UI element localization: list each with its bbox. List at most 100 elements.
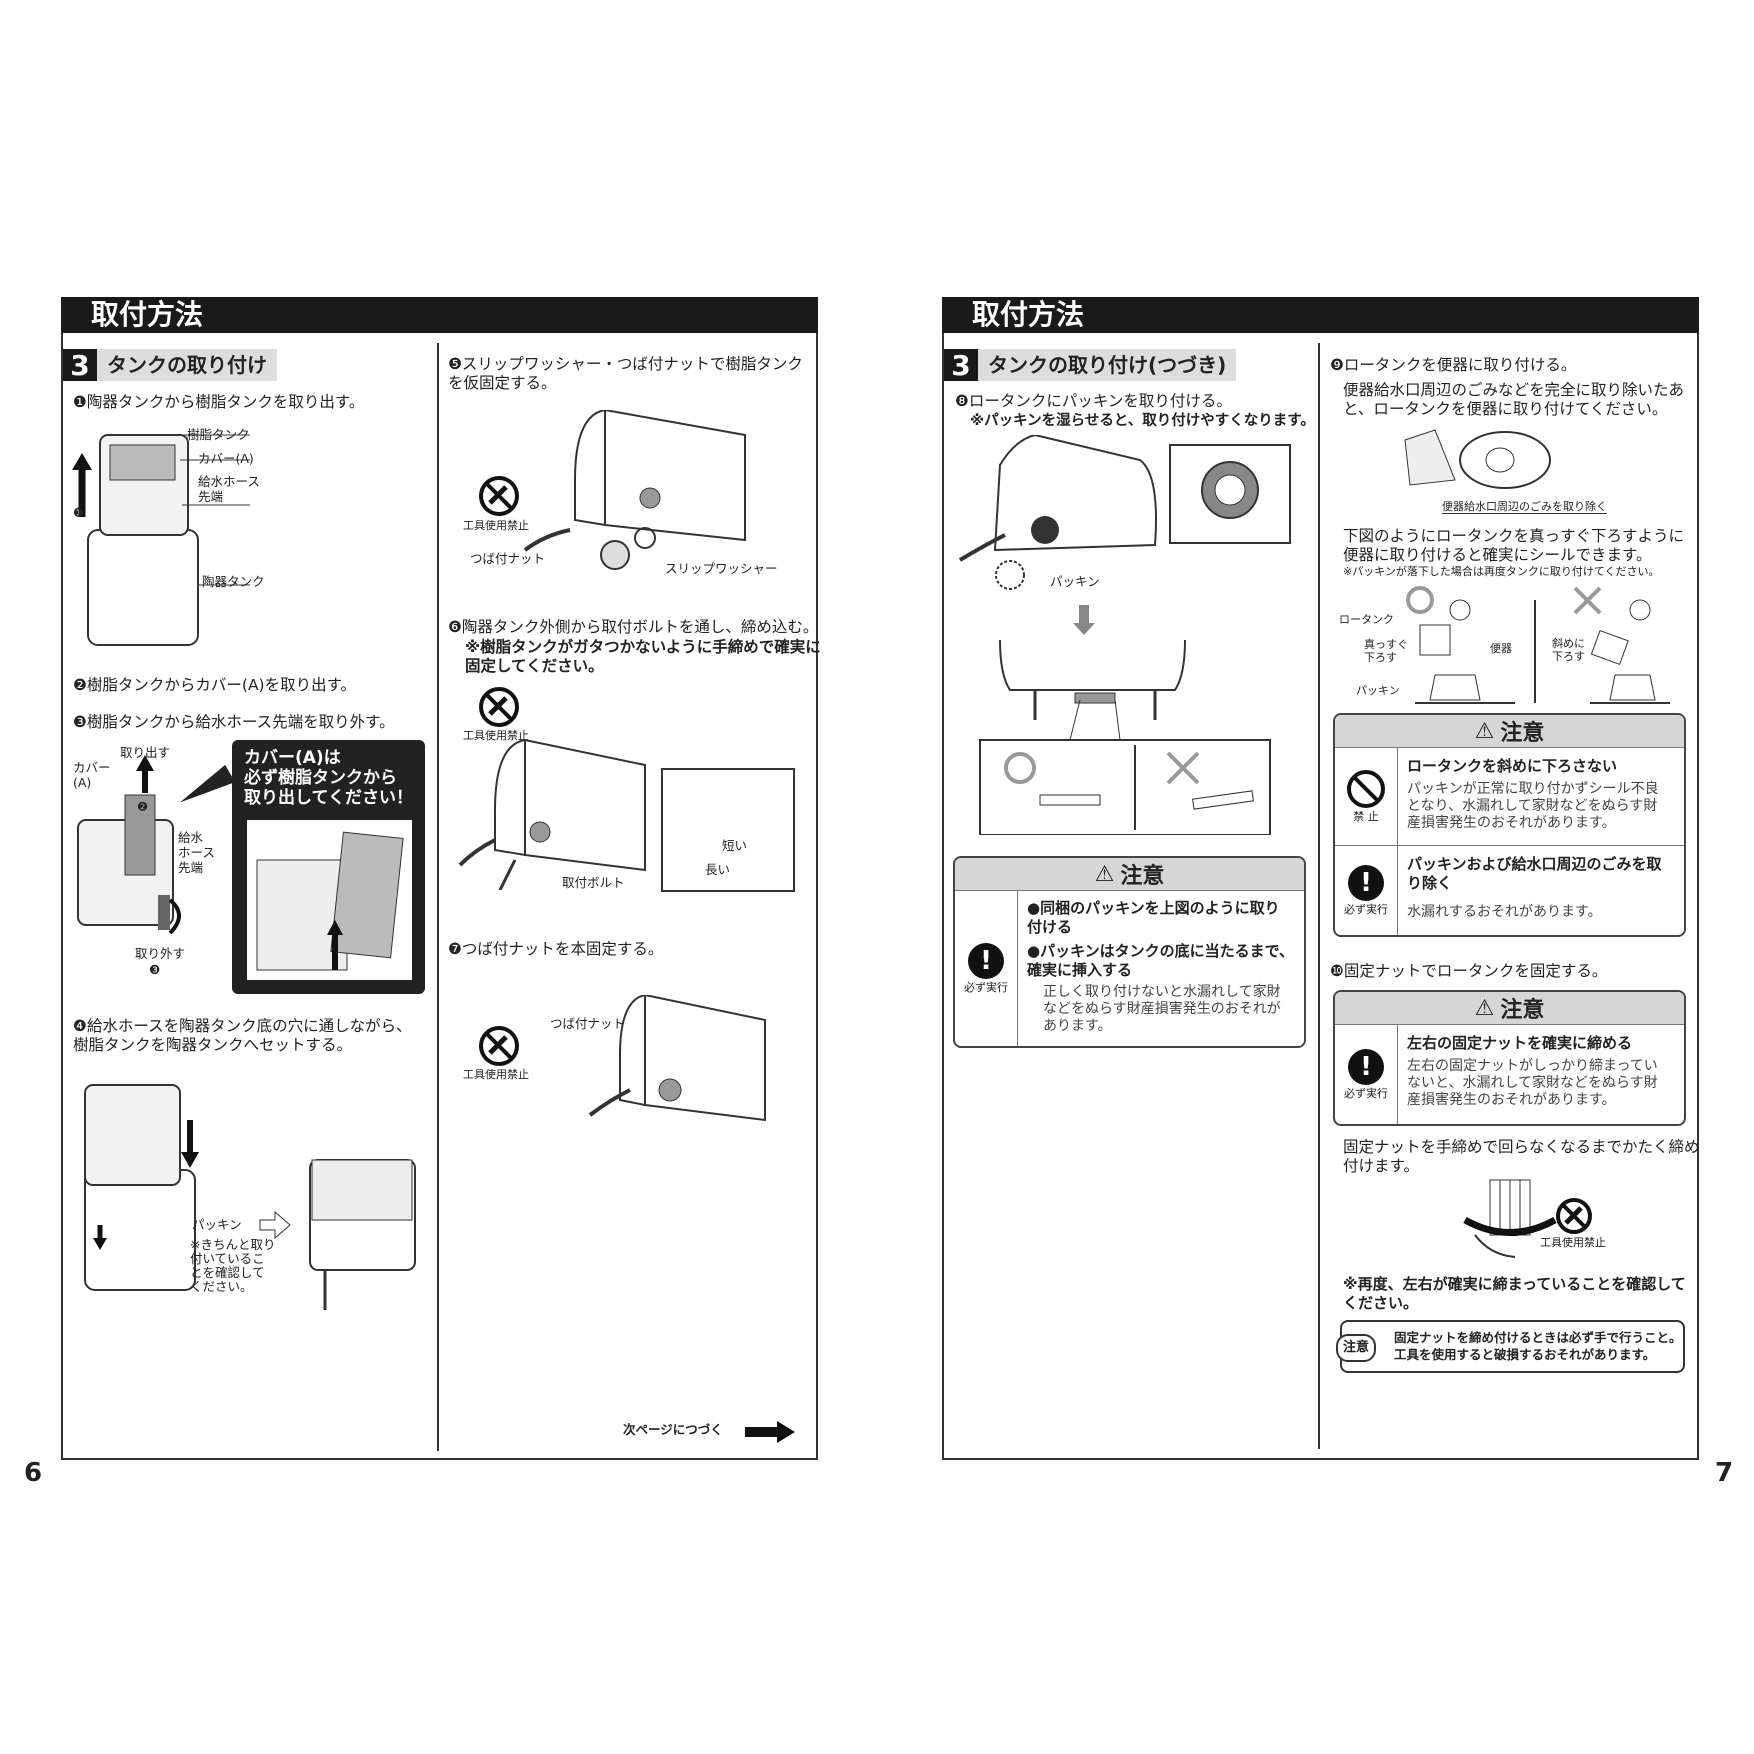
right-page: 取付方法 — [942, 297, 1699, 1460]
label-flange-nut-2: つば付ナット — [550, 1016, 626, 1031]
caution-row-mandatory: ! 必ず実行 パッキンおよび給水口周辺のごみを取 り除く 水漏れするおそれがあり… — [1335, 845, 1684, 935]
page-frame — [942, 333, 1699, 1460]
detail-box — [661, 768, 795, 892]
caption-clean: 便器給水口周辺のごみを取り除く — [1442, 500, 1607, 514]
icon-label: 必ず実行 — [1344, 902, 1388, 916]
callout-box: カバー(A)は 必ず樹脂タンクから 取り出してください！ — [232, 740, 425, 994]
caution-row-prohibit: 禁 止 ロータンクを斜めに下ろさない パッキンが正常に取り付かずシール不良 とな… — [1335, 747, 1684, 846]
label-packing-9: パッキン — [1356, 684, 1400, 697]
label-bolt: 取付ボルト — [562, 875, 625, 890]
step-9-text: 便器給水口周辺のごみなどを完全に取り除いたあ と、ロータンクを便器に取り付けてく… — [1343, 381, 1685, 418]
caution-2-head-1: ロータンクを斜めに下ろさない — [1407, 757, 1618, 775]
fig-lower-tank — [1406, 586, 1670, 704]
step-10-note: ※再度、左右が確実に締まっていることを確認して ください。 — [1343, 1275, 1686, 1312]
step-9: ❾ロータンクを便器に取り付ける。 — [1330, 356, 1577, 374]
fig-bolt — [458, 740, 646, 890]
no-tool-label-6: 工具使用禁止 — [463, 729, 529, 742]
label-cover-a: カバー(A) — [198, 451, 254, 466]
fig-packing-install — [958, 435, 1291, 835]
step-6: ❻陶器タンク外側から取付ボルトを通し、締め込む。 — [448, 618, 819, 636]
label-hose-tip: 給水ホース 先端 — [198, 474, 260, 504]
no-tool-label-5: 工具使用禁止 — [463, 519, 529, 532]
step-1: ❶陶器タンクから樹脂タンクを取り出す。 — [73, 393, 365, 411]
step-8-note: ※パッキンを湿らせると、取り付けやすくなります。 — [970, 413, 1315, 429]
callout-illustration — [247, 820, 412, 980]
label-low-tank: ロータンク — [1339, 613, 1394, 626]
page-header: 取付方法 — [942, 297, 1699, 333]
icon-label: 必ず実行 — [964, 980, 1008, 994]
caution-title: 注意 — [1120, 864, 1165, 889]
caution-box-3: ⚠注意 ! 必ず実行 左右の固定ナットを確実に締める 左右の固定ナットがしっかり… — [1333, 990, 1686, 1126]
page-number-right: 7 — [1715, 1458, 1734, 1488]
caution-header: ⚠注意 — [1335, 715, 1684, 748]
caution-2-body-1: パッキンが正常に取り付かずシール不良 となり、水漏れして家財などをぬらす財 産損… — [1407, 781, 1659, 831]
caution-bullet-1: ●同梱のパッキンを上図のように取り 付ける — [1027, 899, 1280, 936]
caution-header: ⚠注意 — [955, 858, 1304, 891]
fig-toilet-top — [1404, 429, 1551, 489]
step-8: ❽ロータンクにパッキンを取り付ける。 — [955, 392, 1232, 410]
page-header: 取付方法 — [61, 297, 818, 333]
caution-row: ! 必ず実行 ●同梱のパッキンを上図のように取り 付ける ●パッキンはタンクの底… — [955, 890, 1304, 1046]
warning-triangle-icon: ⚠ — [1474, 718, 1495, 744]
column-divider — [1318, 343, 1320, 1449]
marker-3: ❸ — [149, 962, 161, 977]
icon-label: 必ず実行 — [1344, 1086, 1388, 1100]
prohibit-icon-col: 禁 止 — [1335, 748, 1398, 846]
caution-3-body: 左右の固定ナットがしっかり締まってい ないと、水漏れして家財などをぬらす財 産損… — [1407, 1058, 1658, 1108]
arrow-right-icon — [745, 1421, 795, 1443]
no-tool-label-7: 工具使用禁止 — [463, 1068, 529, 1081]
caution-2-body-2: 水漏れするおそれがあります。 — [1407, 904, 1602, 920]
notice-text: 固定ナットを締め付けるときは必ず手で行うこと。 工具を使用すると破損するおそれが… — [1394, 1330, 1682, 1362]
label-long: 長い — [705, 862, 731, 877]
section-number: 3 — [944, 349, 978, 382]
step-4: ❹給水ホースを陶器タンク底の穴に通しながら、 樹脂タンクを陶器タンクへセットする… — [73, 1017, 412, 1054]
marker-1: ❶ — [73, 505, 85, 520]
next-page-text: 次ページにつづく — [623, 1422, 723, 1437]
step-10-text: 固定ナットを手締めで回らなくなるまでかたく締め 付けます。 — [1343, 1138, 1700, 1175]
section-title: タンクの取り付け(つづき) — [978, 349, 1237, 381]
caution-row: ! 必ず実行 左右の固定ナットを確実に締める 左右の固定ナットがしっかり締まって… — [1335, 1024, 1684, 1124]
fig-remove-resin-tank — [72, 434, 250, 646]
label-hose-tip-2: 給水 ホース 先端 — [178, 830, 215, 875]
fig-temp-fix — [523, 410, 746, 570]
fig-remove-cover — [77, 755, 181, 935]
label-take-out: 取り出す — [120, 745, 171, 760]
mandatory-icon-col: ! 必ず実行 — [1335, 1025, 1398, 1124]
step-5: ❺スリップワッシャー・つば付ナットで樹脂タンク を仮固定する。 — [448, 355, 803, 392]
caution-body: 正しく取り付けないと水漏れして家財 などをぬらす財産損害発生のおそれが あります… — [1043, 984, 1281, 1034]
label-packing-8: パッキン — [1050, 574, 1100, 589]
marker-2: ❷ — [137, 799, 149, 814]
left-page: 取付方法 — [61, 297, 818, 1460]
no-tool-icon — [479, 687, 519, 727]
no-tool-icon — [1556, 1198, 1592, 1234]
notice-box: 注意 固定ナットを締め付けるときは必ず手で行うこと。 工具を使用すると破損するお… — [1336, 1320, 1685, 1373]
step-6-note: ※樹脂タンクがガタつかないように手締めで確実に 固定してください。 — [465, 638, 821, 675]
caution-header: ⚠注意 — [1335, 992, 1684, 1025]
caution-bullet-2: ●パッキンはタンクの底に当たるまで、 確実に挿入する — [1027, 942, 1295, 979]
caution-3-head: 左右の固定ナットを確実に締める — [1407, 1034, 1633, 1052]
label-slip-washer: スリップワッシャー — [665, 561, 778, 576]
mandatory-icon-col: ! 必ず実行 — [1335, 846, 1398, 935]
caution-2-head-2: パッキンおよび給水口周辺のごみを取 り除く — [1407, 855, 1662, 892]
note-check: ※きちんと取り 付いているこ とを確認して ください。 — [190, 1237, 276, 1294]
section-title: タンクの取り付け — [97, 349, 277, 381]
step-10: ❿固定ナットでロータンクを固定する。 — [1330, 962, 1608, 980]
no-tool-icon — [479, 1026, 519, 1066]
label-toilet: 便器 — [1490, 642, 1512, 655]
warning-triangle-icon: ⚠ — [1474, 995, 1495, 1021]
label-ceramic-tank: 陶器タンク — [202, 574, 265, 589]
step-2: ❷樹脂タンクからカバー(A)を取り出す。 — [73, 676, 357, 694]
callout-text: カバー(A)は 必ず樹脂タンクから 取り出してください！ — [244, 748, 413, 808]
prohibit-icon — [1347, 770, 1385, 808]
section-number: 3 — [63, 349, 97, 382]
exclamation-icon: ! — [968, 942, 1004, 979]
caution-title: 注意 — [1500, 998, 1545, 1023]
step-9-text-2: 下図のようにロータンクを真っすぐ下ろすように 便器に取り付けると確実にシールでき… — [1343, 527, 1685, 564]
label-diagonal: 斜めに 下ろす — [1552, 637, 1585, 663]
no-tool-label-10: 工具使用禁止 — [1540, 1236, 1606, 1249]
step-3: ❸樹脂タンクから給水ホース先端を取り外す。 — [73, 713, 395, 731]
mandatory-icon-col: ! 必ず実行 — [955, 891, 1018, 1046]
section-heading: 3 タンクの取り付け(つづき) — [944, 349, 1237, 382]
exclamation-icon: ! — [1348, 864, 1384, 901]
fig-final-fix — [588, 995, 766, 1122]
